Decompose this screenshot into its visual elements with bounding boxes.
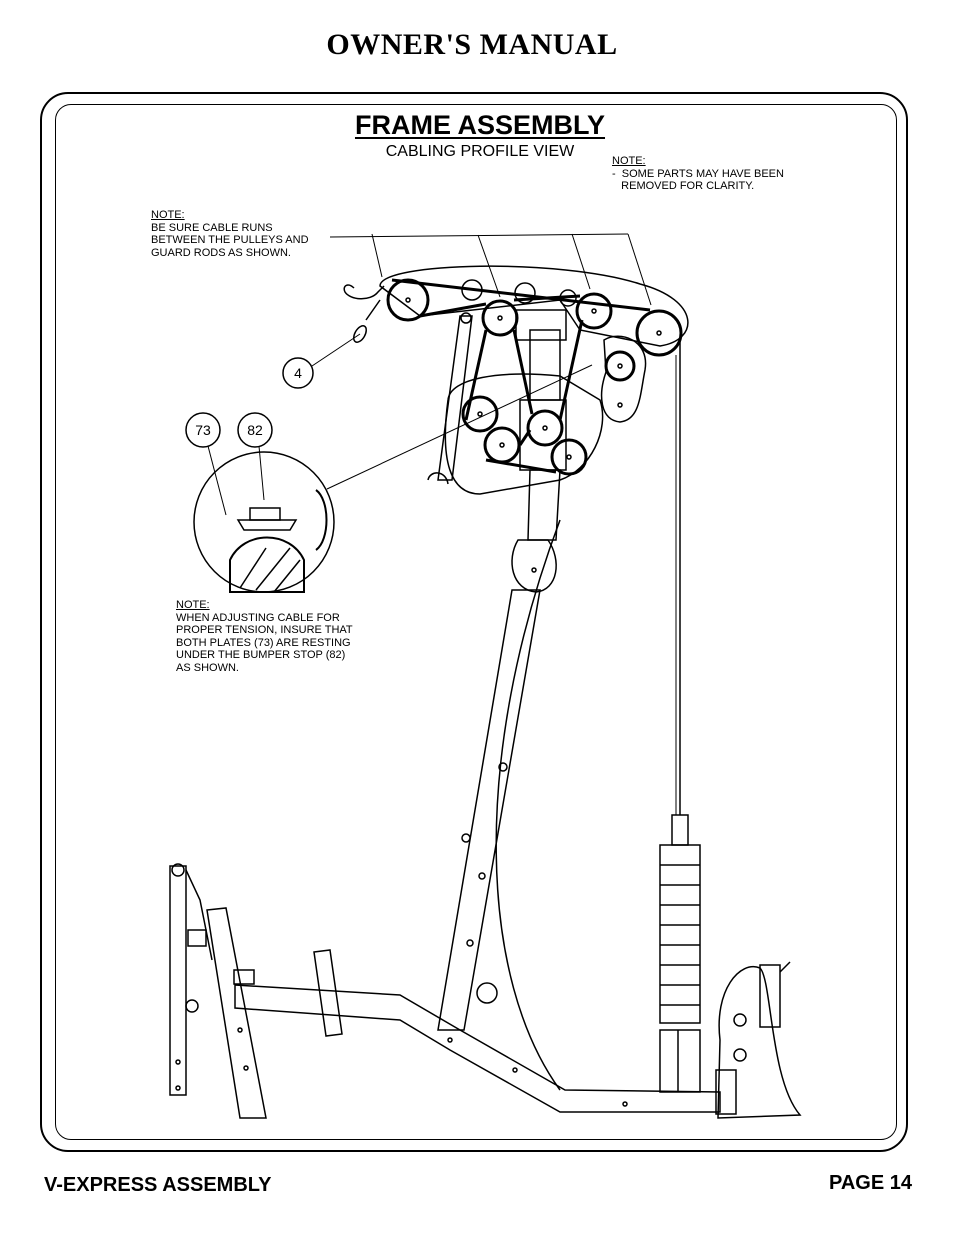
section-title: FRAME ASSEMBLY [354,110,606,140]
note-line: BETWEEN THE PULLEYS AND [151,234,309,246]
section-subtitle: CABLING PROFILE VIEW [385,143,575,160]
callout-label: 73 [195,422,211,438]
leg-pad [313,949,343,1037]
rear-base-bracket [715,961,802,1119]
lower-pulleys [461,395,588,476]
main-mast [437,469,561,1031]
footer-page-number: PAGE 14 [829,1172,912,1194]
upper-pulleys [386,278,683,382]
lower-pulley-plate [444,373,604,495]
note-cable-runs: NOTE: BE SURE CABLE RUNS BETWEEN THE PUL… [151,209,309,259]
note-heading: NOTE: [612,155,646,167]
cable-hook [343,284,385,300]
note-heading: NOTE: [151,209,185,221]
note-line: BE SURE CABLE RUNS [151,221,273,234]
note-line: BOTH PLATES (73) ARE RESTING [176,636,351,649]
footer-assembly-title: V-EXPRESS ASSEMBLY [44,1174,272,1196]
detail-view-circle [193,364,593,593]
callout-73: 73 [185,412,227,516]
callout-label: 4 [294,365,302,381]
callout-82: 82 [237,412,273,501]
note-heading: NOTE: [176,599,210,611]
note-line: GUARD RODS AS SHOWN. [151,246,291,259]
weight-guide-plate [600,335,647,423]
base-rail [234,984,721,1113]
outer-border-frame [40,92,908,1152]
note-line: UNDER THE BUMPER STOP (82) [176,649,346,661]
rear-brace [495,519,561,1091]
swing-arm [427,312,473,485]
cable-note-leaders [329,233,652,306]
note-line: REMOVED FOR CLARITY. [612,180,755,192]
note-parts-removed: NOTE: - SOME PARTS MAY HAVE BEEN REMOVED… [612,155,784,193]
page-header-title: OWNER'S MANUAL [326,28,618,61]
lower-cable-run [464,319,584,474]
seat-upright [169,863,213,1096]
plate-bolt [617,402,623,408]
note-line: PROPER TENSION, INSURE THAT [176,624,353,636]
callout-4: 4 [282,333,361,389]
front-leg-post [206,907,267,1119]
callout-label: 82 [247,422,263,438]
weight-stack [659,814,701,1093]
brace-hole [476,982,498,1004]
note-cable-tension: NOTE: WHEN ADJUSTING CABLE FOR PROPER TE… [176,599,353,674]
note-line: - SOME PARTS MAY HAVE BEEN [612,167,784,180]
inner-border-frame [55,104,897,1140]
note-line: AS SHOWN. [176,661,239,674]
snap-clip [353,299,381,343]
note-line: WHEN ADJUSTING CABLE FOR [176,611,340,624]
top-cable-run [391,278,651,318]
